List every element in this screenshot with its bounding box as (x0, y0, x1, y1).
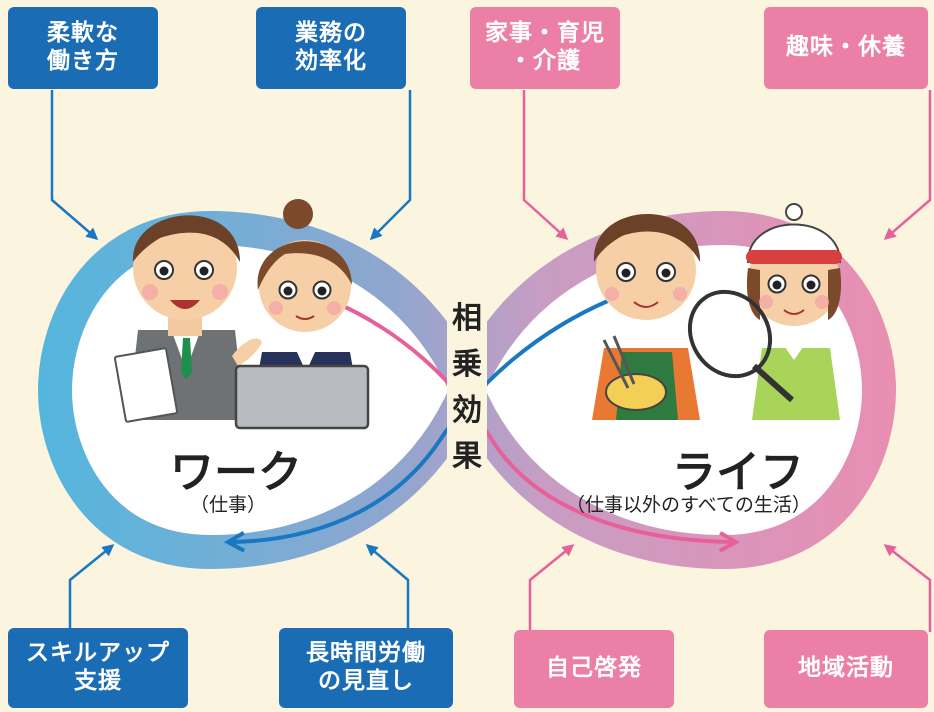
businesswoman-illustration (234, 199, 370, 430)
box-housework-childcare: 家事・育児 ・介護 (470, 7, 620, 89)
box-housework-line2: ・介護 (509, 48, 581, 74)
synergy-char-1: 相 (452, 301, 482, 336)
arrow-efficiency (369, 90, 412, 241)
tennis-woman-illustration (687, 203, 842, 420)
arrow-selfdev (528, 544, 575, 632)
arrow-skillup (68, 544, 115, 632)
synergy-char-2: 乗 (452, 347, 482, 382)
life-subtitle: （仕事以外のすべての生活） (566, 494, 811, 516)
work-subtitle: （仕事） (190, 494, 267, 516)
box-longhours-line1: 長時間労働 (306, 640, 426, 667)
cooking-man-illustration (592, 213, 701, 420)
work-title: ワーク (170, 447, 302, 498)
box-work-efficiency: 業務の 効率化 (256, 7, 406, 89)
synergy-arrow-blue (232, 298, 611, 542)
arrow-housework (522, 90, 569, 241)
box-self-development: 自己啓発 (514, 630, 674, 708)
box-skillup-line1: スキルアップ (26, 640, 170, 667)
box-community-activity: 地域活動 (764, 630, 928, 708)
synergy-char-3: 効 (452, 393, 482, 428)
box-flexible-line2: 働き方 (47, 48, 119, 74)
synergy-label: 相 乗 効 果 (447, 296, 487, 480)
arrow-longhours (365, 544, 410, 632)
businessman-illustration (113, 215, 262, 423)
arrow-community (883, 544, 932, 632)
box-hobby-line1: 趣味・休養 (786, 34, 906, 61)
box-long-hours-review: 長時間労働 の見直し (279, 628, 453, 708)
box-efficiency-line2: 効率化 (295, 48, 367, 74)
life-title: ライフ (672, 447, 804, 498)
box-longhours-line2: の見直し (318, 668, 414, 694)
arrow-flexible (50, 90, 99, 240)
box-housework-line1: 家事・育児 (485, 20, 605, 47)
box-hobby-rest: 趣味・休養 (764, 7, 928, 89)
box-skillup-line2: 支援 (74, 668, 122, 694)
box-flexible-work: 柔軟な 働き方 (8, 7, 158, 89)
synergy-arrow-pink (329, 298, 732, 542)
box-skillup-support: スキルアップ 支援 (8, 628, 188, 708)
box-selfdev-line1: 自己啓発 (546, 655, 642, 682)
synergy-char-4: 果 (452, 439, 482, 474)
arrow-hobby (883, 90, 932, 240)
box-flexible-line1: 柔軟な (47, 20, 119, 47)
box-efficiency-line1: 業務の (295, 20, 367, 47)
box-community-line1: 地域活動 (798, 655, 894, 682)
